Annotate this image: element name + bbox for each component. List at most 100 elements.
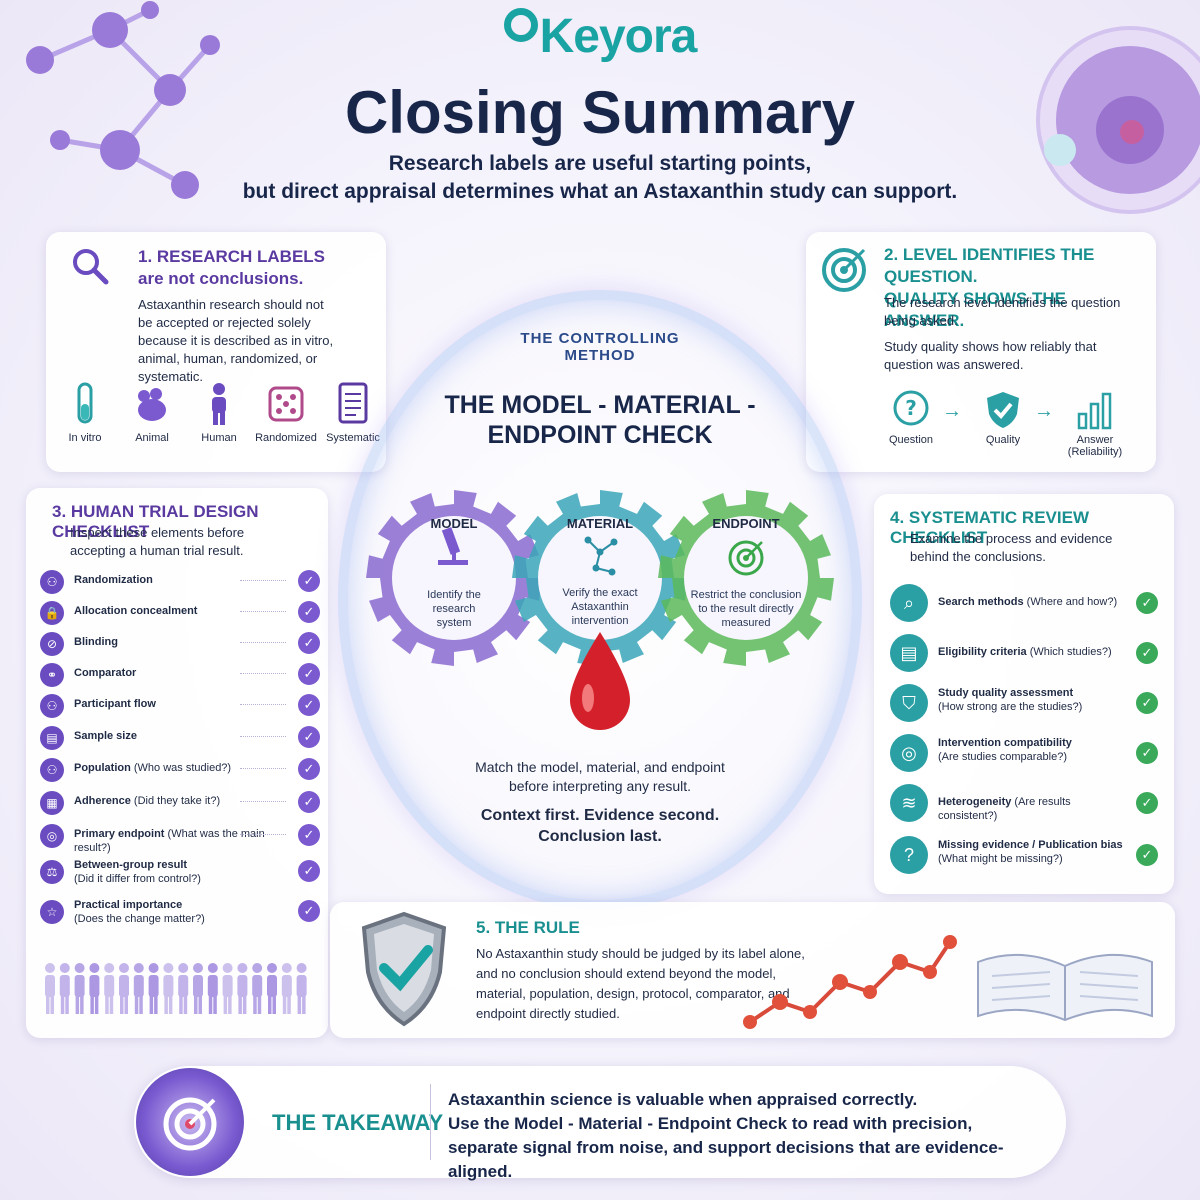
page-subtitle: Research labels are useful starting poin… <box>242 152 958 203</box>
trial-checklist-item: ⚖ Between-group result(Did it differ from… <box>40 858 320 886</box>
mouse-icon <box>138 388 166 421</box>
checklist-item-label: Study quality assessment(How strong are … <box>938 687 1083 713</box>
gear-model-desc: Identify the research system <box>427 589 481 629</box>
trial-checklist-item: ▤Sample size✓ <box>40 724 320 752</box>
person-icon <box>193 963 203 1014</box>
magnifier-icon <box>73 249 109 285</box>
gear-model-name: MODEL <box>430 516 478 531</box>
flow-quality: Quality <box>968 390 1038 446</box>
takeaway-divider <box>430 1084 431 1160</box>
open-book-icon <box>977 953 1153 1022</box>
review-checklist-item: ? Missing evidence / Publication bias(Wha… <box>890 834 1164 876</box>
checklist-item-label: Population (Who was studied?) <box>74 762 232 774</box>
review-checklist-item: ≋ Heterogeneity (Are results consistent?)… <box>890 782 1164 824</box>
review-checklist-item: ◎Intervention compatibility(Are studies … <box>890 732 1164 774</box>
trial-checklist-item: 🔒Allocation concealment✓ <box>40 599 320 627</box>
takeaway-label: THE TAKEAWAY <box>272 1110 444 1135</box>
card5-heading: 5. THE RULE <box>476 918 580 937</box>
takeaway-text: Astaxanthin science is valuable when app… <box>448 1090 1004 1181</box>
checklist-item-icon: ⚇ <box>40 570 64 594</box>
checklist-item-label: Search methods (Where and how?) <box>938 596 1118 608</box>
person-icon <box>45 963 55 1014</box>
the-rule-card: 5. THE RULE No Astaxanthin study should … <box>330 902 1175 1038</box>
checklist-item-label: Eligibility criteria (Which studies?) <box>938 646 1112 658</box>
gear-material <box>512 490 688 666</box>
person-icon <box>281 963 292 1014</box>
checklist-item-label: Missing evidence / Publication bias(What… <box>938 839 1123 865</box>
document-icon <box>338 382 368 424</box>
question-icon: ? <box>890 836 928 874</box>
checklist-item-label: Between-group result(Did it differ from … <box>74 859 201 885</box>
check-icon: ✓ <box>1136 792 1158 814</box>
controlling-method-label: THE CONTROLLING METHOD <box>520 330 680 364</box>
flow-question: ? Question <box>876 390 946 446</box>
check-icon: ✓ <box>1136 592 1158 614</box>
trial-checklist-item: ☆Practical importance(Does the change ma… <box>40 898 320 926</box>
gears-group: MODEL Identify the research system MATER… <box>360 468 840 708</box>
checklist-item-label: Randomization <box>74 574 153 586</box>
microscope-icon <box>438 527 468 565</box>
waves-icon: ≋ <box>890 784 928 822</box>
card3-heading: 3. HUMAN TRIAL DESIGN CHECKLIST <box>52 502 259 541</box>
check-icon: ✓ <box>298 601 320 623</box>
trial-checklist-item: ▦Adherence (Did they take it?)✓ <box>40 789 320 817</box>
checklist-item-icon: ▦ <box>40 791 64 815</box>
card2-text1: The research level identifies the questi… <box>884 295 1121 328</box>
person-icon <box>104 963 115 1014</box>
checklist-item-label: Heterogeneity (Are results consistent?) <box>938 796 1071 822</box>
checklist-item-icon: ⚭ <box>40 663 64 687</box>
person-icon <box>163 963 174 1014</box>
label-systematic: Systematic <box>322 382 384 444</box>
check-icon: ✓ <box>1136 742 1158 764</box>
target-icon <box>163 1097 217 1151</box>
trial-checklist-item: ◎Primary endpoint (What was the main res… <box>40 822 320 854</box>
method-motto: Context first. Evidence second. Conclusi… <box>480 807 720 845</box>
document-icon: ▤ <box>890 634 928 672</box>
research-labels-card: 1. RESEARCH LABELS are not conclusions. … <box>46 232 386 472</box>
dotted-leader <box>240 704 286 705</box>
systematic-review-card: 4. SYSTEMATIC REVIEW CHECKLIST Examine t… <box>874 494 1174 894</box>
checklist-item-icon: ▤ <box>40 726 64 750</box>
check-icon: ✓ <box>298 791 320 813</box>
dotted-leader <box>240 801 286 802</box>
gear-endpoint <box>658 490 834 666</box>
check-icon: ✓ <box>1136 642 1158 664</box>
person-icon <box>74 963 85 1014</box>
gear-material-name: MATERIAL <box>566 516 634 531</box>
takeaway-badge <box>136 1068 244 1176</box>
svg-text:?: ? <box>905 396 917 420</box>
checklist-item-icon: ⚇ <box>40 694 64 718</box>
dotted-leader <box>240 736 286 737</box>
label-animal: Animal <box>121 382 183 444</box>
rings-icon: ◎ <box>890 734 928 772</box>
dotted-leader <box>240 642 286 643</box>
trial-checklist-item: ⚭Comparator✓ <box>40 661 320 689</box>
bar-chart-icon <box>1077 392 1112 430</box>
check-icon: ✓ <box>298 694 320 716</box>
dotted-leader <box>240 673 286 674</box>
person-icon <box>222 963 233 1014</box>
gear-model <box>366 490 542 666</box>
question-quality-answer-flow: ? Question → Quality → Answer (Reliabili… <box>876 390 1136 460</box>
person-icon <box>237 963 248 1014</box>
checklist-item-icon: 🔒 <box>40 601 64 625</box>
checklist-item-label: Blinding <box>74 636 118 648</box>
person-icon <box>267 963 277 1014</box>
label-human: Human <box>188 382 250 444</box>
key-icon <box>503 8 538 42</box>
molecule-icon <box>584 536 618 576</box>
checklist-item-icon: ◎ <box>40 824 64 848</box>
person-icon <box>212 383 226 425</box>
checklist-item-icon: ⚖ <box>40 860 64 884</box>
check-icon: ✓ <box>1136 844 1158 866</box>
check-icon: ✓ <box>1136 692 1158 714</box>
card2-heading: 2. LEVEL IDENTIFIES THE QUESTION. QUALIT… <box>884 245 1095 330</box>
person-icon <box>119 963 129 1014</box>
dotted-leader <box>240 611 286 612</box>
dotted-leader <box>240 580 286 581</box>
people-crowd-icon <box>45 963 307 1014</box>
checklist-item-icon: ⊘ <box>40 632 64 656</box>
check-icon: ✓ <box>298 632 320 654</box>
takeaway-banner: THE TAKEAWAY Astaxanthin science is valu… <box>134 1066 1066 1181</box>
human-trial-checklist-card: 3. HUMAN TRIAL DESIGN CHECKLIST Inspect … <box>26 488 328 1038</box>
